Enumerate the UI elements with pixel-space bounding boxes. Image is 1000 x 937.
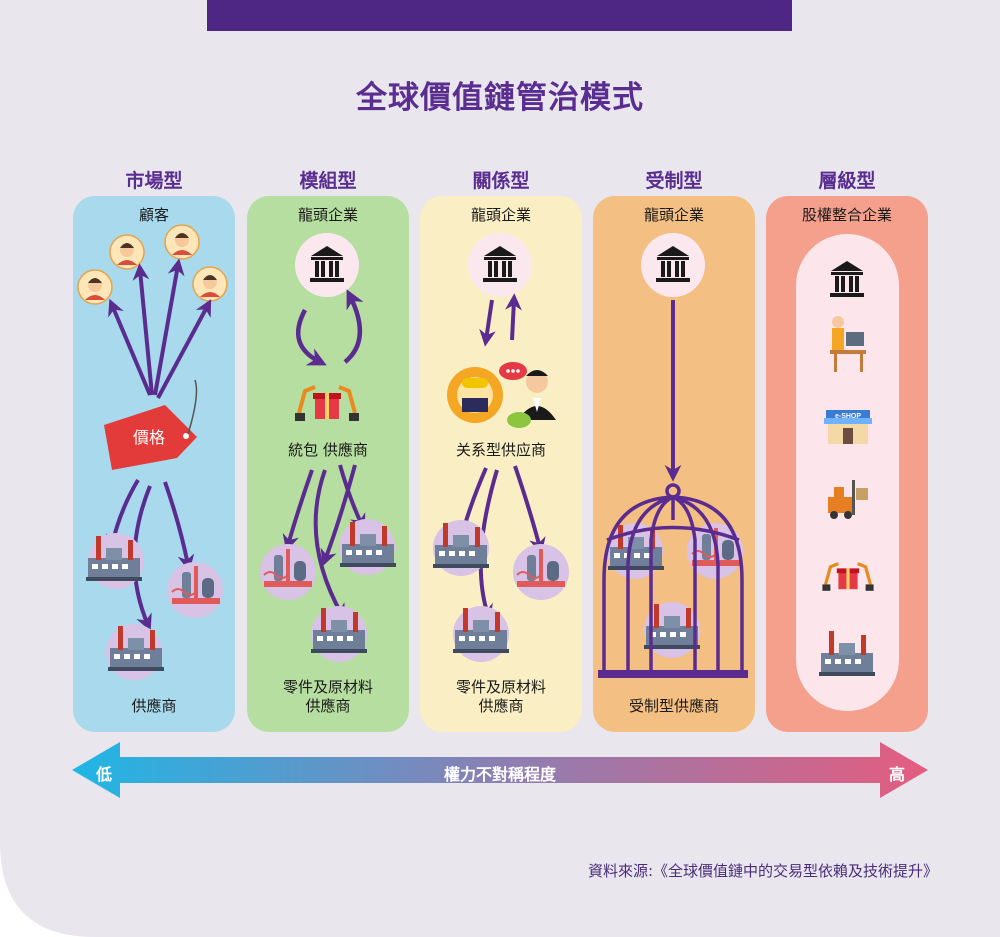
- top-banner: [207, 0, 792, 31]
- column-title-market: 市場型: [125, 170, 183, 192]
- lead-firm-label: 龍頭企業: [643, 206, 704, 224]
- relational-supplier-label: 关系型供应商: [455, 441, 546, 459]
- business-person-icon: [518, 370, 556, 420]
- chat-bubbles-icon: [499, 362, 531, 428]
- integrated-firm-label: 股權整合企業: [801, 206, 892, 224]
- axis-low-label: 低: [96, 765, 113, 784]
- column-title-relational: 關係型: [472, 170, 530, 192]
- cycle-arrows: [295, 289, 364, 366]
- office-worker-icon: [830, 316, 866, 372]
- column-title-captive: 受制型: [645, 170, 703, 192]
- e-shop-icon: e-SHOP: [824, 410, 872, 444]
- price-tag: [104, 379, 198, 470]
- birdcage-icon: [598, 483, 748, 678]
- customer-label: 顧客: [138, 206, 169, 224]
- factory-icon: [819, 631, 875, 676]
- customer-avatars: [77, 224, 228, 305]
- axis-label: 權力不對稱程度: [443, 765, 556, 784]
- hierarchy-inner-pill: [796, 234, 899, 711]
- turnkey-supplier-label: 統包 供應商: [288, 441, 368, 459]
- robot-arm-box-icon: [293, 385, 361, 423]
- lead-firm-label: 龍頭企業: [297, 206, 358, 224]
- column-title-modular: 模組型: [299, 170, 357, 192]
- page-title: 全球價值鏈管治模式: [356, 80, 644, 116]
- power-asymmetry-axis: [72, 742, 928, 798]
- axis-high-label: 高: [889, 765, 906, 784]
- source-note: 資料來源:《全球價值鏈中的交易型依賴及技術提升》: [587, 862, 938, 880]
- svg-text:e-SHOP: e-SHOP: [835, 413, 861, 420]
- component-supplier-label: 零件及原材料 供應商: [282, 678, 373, 715]
- lead-firm-label: 龍頭企業: [470, 206, 531, 224]
- gear-worker-icon: [447, 367, 503, 423]
- market-arrows-up: [108, 258, 212, 399]
- hierarchy-bank-icon: [830, 261, 864, 297]
- two-way-arrows: [479, 293, 522, 347]
- robot-arm-box-icon: [820, 562, 876, 593]
- forklift-icon: [828, 480, 868, 519]
- component-supplier-label: 零件及原材料 供應商: [455, 678, 546, 715]
- captive-supplier-label: 受制型供應商: [628, 697, 719, 715]
- column-title-hierarchy: 層級型: [818, 170, 876, 192]
- price-label: 價格: [132, 428, 165, 447]
- supplier-label: 供應商: [131, 697, 177, 715]
